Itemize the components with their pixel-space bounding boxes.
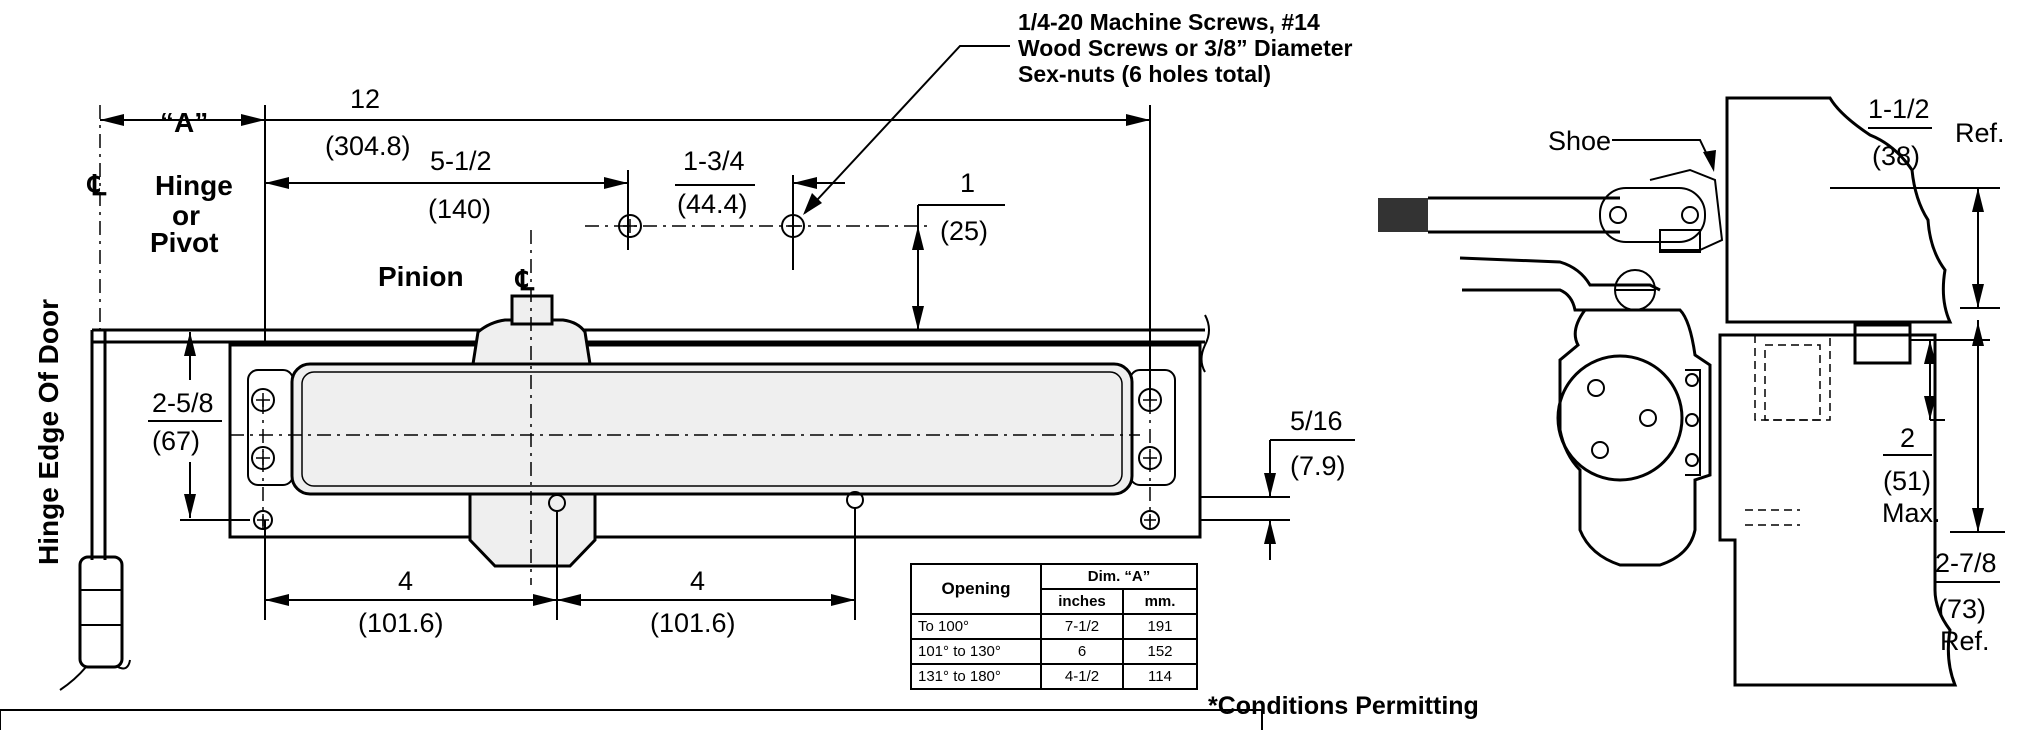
shoe-ref-inches: 1-1/2: [1868, 94, 1930, 124]
table-row: To 100° 7-1/2 191: [910, 613, 1198, 640]
bottom-left-inches: 4: [398, 566, 413, 596]
dim-arm-drop-line: [1883, 339, 1990, 456]
left-end-cap: [247, 369, 294, 486]
dim-a-table: Opening Dim. “A” inches mm. To 100° 7-1/…: [910, 563, 1198, 690]
above-top-mm: (25): [940, 216, 988, 246]
table-header-opening: Opening: [910, 563, 1042, 615]
height-mm: (67): [152, 426, 200, 456]
shoe-ref-mm: (38): [1872, 141, 1920, 171]
dim-a-line: [100, 105, 266, 345]
second-arm: [1459, 256, 1661, 312]
mounting-plate: [228, 343, 1202, 539]
dim-2-5-8-line: [148, 329, 250, 521]
dim-5-1-2-line: [265, 170, 629, 250]
closer-body: [290, 362, 1134, 496]
dim-body-ref-line: [1935, 320, 2005, 583]
hinge-label: Hinge: [155, 170, 233, 201]
table-header-dim-a: Dim. “A”: [1040, 563, 1198, 590]
arm-drop-mm: (51): [1883, 466, 1931, 496]
door-hinge-edge-outline: [90, 328, 1205, 560]
table-cell-mm: 114: [1122, 663, 1198, 690]
body-ref-inches: 2-7/8: [1935, 548, 1997, 578]
table-cell-inches: 7-1/2: [1040, 613, 1124, 640]
first-hole-mm: (140): [428, 194, 491, 224]
bottom-right-inches: 4: [690, 566, 705, 596]
front-view: 1/4-20 Machine Screws, #14 Wood Screws o…: [0, 9, 1479, 730]
bottom-boss: [468, 492, 597, 568]
table-header-mm: mm.: [1122, 588, 1198, 615]
hole-spacing-inches: 1-3/4: [683, 146, 745, 176]
centerline-pinion: ℄: [514, 265, 535, 296]
hinge-block: [78, 555, 124, 669]
table-cell-opening: 131° to 180°: [910, 663, 1042, 690]
shoe-ref-suffix: Ref.: [1955, 118, 2005, 148]
table-cell-inches: 4-1/2: [1040, 663, 1124, 690]
door-panel: [1718, 333, 1958, 687]
dim-1-line: [912, 204, 1005, 330]
screw-note-line-2: Wood Screws or 3/8” Diameter: [1018, 35, 1353, 61]
dim-a-label: “A”: [160, 107, 208, 138]
height-inches: 2-5/8: [152, 388, 214, 418]
table-header-inches: inches: [1040, 588, 1124, 615]
table-row: 101° to 130° 6 152: [910, 638, 1198, 665]
bottom-right-mm: (101.6): [650, 608, 736, 638]
dim-1-3-4-line: [792, 175, 845, 270]
table-cell-inches: 6: [1040, 638, 1124, 665]
closer-arm: [1378, 168, 1724, 253]
bottom-offset-mm: (7.9): [1290, 451, 1346, 481]
dim-bottom-lines: [264, 508, 856, 620]
shoe-label: Shoe: [1548, 126, 1611, 156]
above-top-inches: 1: [960, 168, 975, 198]
side-view: Shoe 1-1/2 (38) Ref. 2 (51) Max.: [1378, 94, 2005, 687]
arm-drop-inches: 2: [1900, 423, 1915, 453]
bottom-left-mm: (101.6): [358, 608, 444, 638]
pivot-label: Pivot: [150, 227, 218, 258]
door-stop-bar: [0, 709, 1263, 730]
conditions-permitting-note: *Conditions Permitting: [1208, 692, 1479, 720]
bottom-offset-inches: 5/16: [1290, 406, 1343, 436]
screw-note-line-3: Sex-nuts (6 holes total): [1018, 61, 1271, 87]
table-cell-opening: To 100°: [910, 613, 1042, 640]
table-row: 131° to 180° 4-1/2 114: [910, 663, 1198, 690]
door-frame: [1725, 96, 1953, 324]
table-cell-opening: 101° to 130°: [910, 638, 1042, 665]
body-ref-mm: (73): [1938, 594, 1986, 624]
screw-note-leader: [803, 45, 1010, 215]
centerline-hinge: ℄: [86, 170, 107, 201]
dim-overall-line: [265, 105, 1151, 400]
first-hole-inches: 5-1/2: [430, 146, 492, 176]
screw-note-line-1: 1/4-20 Machine Screws, #14: [1018, 9, 1320, 35]
table-cell-mm: 152: [1122, 638, 1198, 665]
closer-body-side: [1556, 269, 1712, 567]
or-label: or: [172, 200, 200, 231]
hinge-edge-label: Hinge Edge Of Door: [33, 299, 64, 565]
body-ref-suffix: Ref.: [1940, 626, 1990, 656]
table-cell-mm: 191: [1122, 613, 1198, 640]
overall-inches: 12: [350, 84, 380, 114]
overall-mm: (304.8): [325, 131, 411, 161]
dim-shoe-ref-line: [1830, 127, 2000, 309]
arm-drop-suffix: Max.: [1882, 498, 1941, 528]
pinion-label: Pinion: [378, 261, 464, 292]
shoe-leader: [1612, 139, 1713, 166]
pinion-housing: [471, 318, 592, 366]
hole-spacing-mm: (44.4): [677, 189, 748, 219]
